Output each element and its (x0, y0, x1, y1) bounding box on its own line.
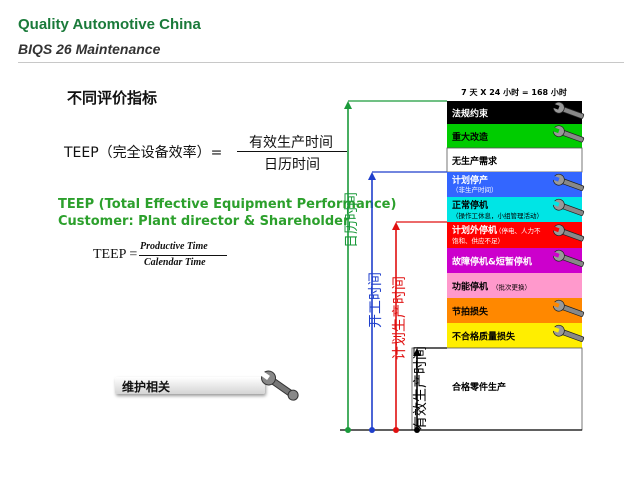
wrench-jaw (551, 103, 560, 110)
band-label: 故障停机&短暂停机 (452, 256, 532, 268)
arrow-label: 有效生产时间 (413, 346, 429, 430)
week-hours-label: 7 天 X 24 小时 = 168 小时 (461, 87, 567, 97)
band-label: 重大改造 (452, 131, 489, 143)
formula-cn-lhs: TEEP（完全设备效率）= (64, 145, 223, 161)
formula-cn-denominator: 日历时间 (264, 157, 320, 173)
arrow-label: 计划生产时间 (392, 276, 408, 360)
band-label: 法规约束 (452, 108, 489, 120)
band-label: 无生产需求 (451, 155, 498, 167)
wrench-jaw (551, 126, 560, 134)
arrow-head (344, 101, 352, 109)
wrench-icon (551, 101, 585, 119)
maintenance-button[interactable]: 维护相关 (115, 377, 265, 394)
band-sublabel: （操作工休息，小组管理活动） (452, 211, 543, 220)
wrench-icon (551, 299, 585, 317)
formula-cn-fraction-bar (237, 151, 347, 152)
formula-en-lhs: TEEP = (93, 247, 138, 262)
arrow-head (413, 348, 421, 356)
arrow-base-dot (393, 427, 399, 433)
band-label: 计划外停机 (452, 224, 497, 236)
formula-en-denominator: Calendar Time (144, 257, 206, 268)
wrench-jaw (551, 200, 560, 207)
wrench-jaw (551, 301, 560, 308)
band-label: 功能停机 (452, 281, 488, 293)
header-subtitle: BIQS 26 Maintenance (18, 41, 161, 57)
wrench-jaw (551, 175, 560, 182)
band-sublabel: （非生产时间） (452, 185, 498, 194)
arrow-base-dot (345, 427, 351, 433)
wrench-icon (551, 224, 585, 242)
band-sublabel: （停电、人力不 (495, 226, 541, 235)
wrench-jaw (551, 225, 560, 233)
formula-en-fraction-bar (139, 255, 227, 256)
band-3 (446, 147, 583, 173)
wrench-jaw (551, 326, 560, 333)
wrench-jaw (551, 251, 560, 258)
header-divider (18, 62, 624, 63)
band-11 (411, 347, 583, 431)
formula-en-numerator: Productive Time (140, 241, 208, 252)
band-8 (447, 273, 582, 298)
arrow-label: 日历时间 (344, 192, 360, 248)
band-label: 不合格质量损失 (452, 331, 516, 343)
band-label: 计划停产 (452, 174, 488, 186)
band-sublabel: 饱和、供应不足） (452, 236, 504, 245)
section-title: 不同评价指标 (67, 89, 158, 107)
teep-definition: TEEP (Total Effective Equipment Performa… (58, 197, 397, 212)
teep-customer: Customer: Plant director & Shareholder (58, 214, 350, 229)
band-label: 合格零件生产 (452, 381, 506, 393)
arrow-head (392, 222, 400, 230)
wrench-icon (551, 249, 585, 267)
header-title: Quality Automotive China (18, 16, 201, 33)
wrench-icon (551, 173, 585, 191)
arrow-base-dot (369, 427, 375, 433)
band-sublabel: （批次更换） (492, 283, 531, 292)
wrench-icon (551, 324, 585, 342)
wrench-icon (551, 125, 585, 143)
formula-cn-numerator: 有效生产时间 (249, 135, 333, 151)
wrench-icon (260, 370, 299, 401)
band-label: 正常停机 (452, 199, 488, 211)
maintenance-button-label: 维护相关 (122, 380, 171, 394)
arrow-head (368, 172, 376, 180)
wrench-icon (551, 198, 585, 216)
band-label: 节拍损失 (452, 306, 489, 318)
band-1 (447, 101, 582, 124)
arrow-base-dot (414, 427, 420, 433)
arrow-label: 开工时间 (368, 272, 384, 328)
